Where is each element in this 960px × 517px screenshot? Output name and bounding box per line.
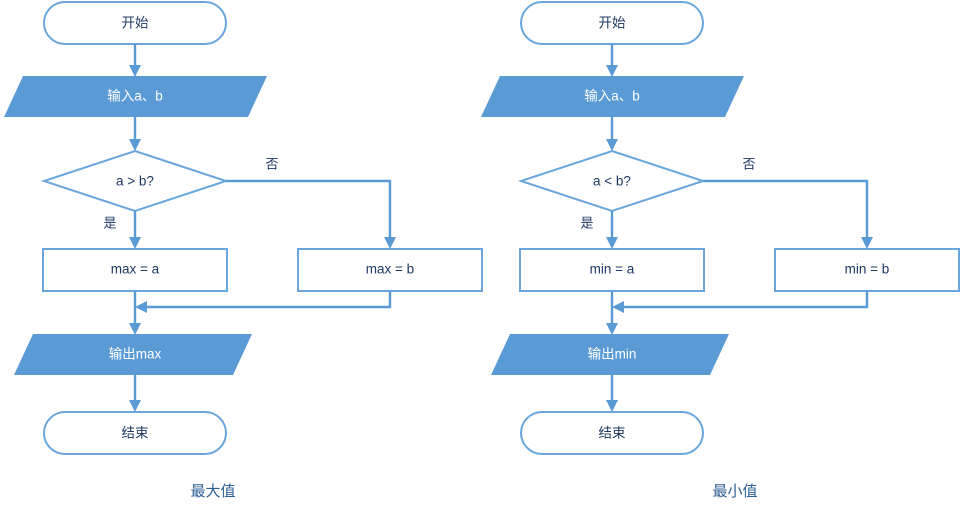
edge-label-no: 否 — [265, 156, 278, 171]
process-shape — [42, 248, 228, 292]
node-output-max[interactable]: 输出max — [14, 334, 252, 375]
process-shape — [519, 248, 705, 292]
edge-start-to-input-max — [129, 44, 141, 77]
node-label: 输入a、b — [107, 89, 163, 104]
node-label: 输出max — [109, 347, 162, 362]
node-label: max = b — [366, 262, 414, 277]
edge-decision-yes-min: 是 — [580, 211, 618, 249]
edge-false-op-to-output-max — [135, 291, 392, 313]
node-label: a < b? — [593, 174, 631, 189]
node-false-op-max[interactable]: max = b — [297, 248, 483, 292]
edge-decision-no-min: 否 — [703, 156, 873, 249]
node-label: min = b — [845, 262, 890, 277]
node-label: min = a — [590, 262, 635, 277]
edge-decision-no-max: 否 — [226, 156, 396, 249]
io-shape — [491, 334, 729, 375]
node-input-max[interactable]: 输入a、b — [4, 76, 267, 117]
node-label: 结束 — [599, 426, 627, 441]
node-decision-min[interactable]: a < b? — [517, 149, 707, 213]
node-end-min[interactable]: 结束 — [520, 411, 704, 455]
node-label: a > b? — [116, 174, 154, 189]
node-decision-max[interactable]: a > b? — [40, 149, 230, 213]
edge-start-to-input-min — [606, 44, 618, 77]
io-shape — [14, 334, 252, 375]
edge-output-to-end-max — [129, 375, 141, 412]
node-label: max = a — [111, 262, 160, 277]
edge-label-yes: 是 — [580, 215, 593, 230]
process-shape — [297, 248, 483, 292]
node-output-min[interactable]: 输出min — [491, 334, 729, 375]
terminator-shape — [520, 411, 704, 455]
terminator-shape — [43, 411, 227, 455]
caption-min: 最小值 — [712, 483, 757, 500]
node-label: 结束 — [122, 426, 149, 441]
node-label: 输出min — [588, 347, 637, 362]
min-flowchart: 开始 输入a、b a < b? — [481, 1, 960, 500]
caption-max: 最大值 — [190, 483, 235, 500]
node-input-min[interactable]: 输入a、b — [481, 76, 744, 117]
node-true-op-max[interactable]: max = a — [42, 248, 228, 292]
max-flowchart: 开始 输入a、b a > b? — [4, 1, 483, 500]
edge-true-op-to-output-min — [606, 291, 618, 335]
node-label: 输入a、b — [584, 89, 640, 104]
edge-output-to-end-min — [606, 375, 618, 412]
edge-true-op-to-output-max — [129, 291, 141, 335]
edge-input-to-decision-max — [129, 117, 141, 151]
node-label: 开始 — [599, 16, 627, 31]
edge-decision-yes-max: 是 — [103, 211, 141, 249]
edge-label-no: 否 — [742, 156, 755, 171]
edge-false-op-to-output-min — [612, 291, 869, 313]
node-end-max[interactable]: 结束 — [43, 411, 227, 455]
edge-input-to-decision-min — [606, 117, 618, 151]
io-shape — [481, 76, 744, 117]
io-shape — [4, 76, 267, 117]
node-label: 开始 — [122, 16, 149, 31]
node-false-op-min[interactable]: min = b — [774, 248, 960, 292]
node-start-min[interactable]: 开始 — [520, 1, 704, 45]
node-start-max[interactable]: 开始 — [43, 1, 227, 45]
edge-label-yes: 是 — [103, 215, 116, 230]
node-true-op-min[interactable]: min = a — [519, 248, 705, 292]
